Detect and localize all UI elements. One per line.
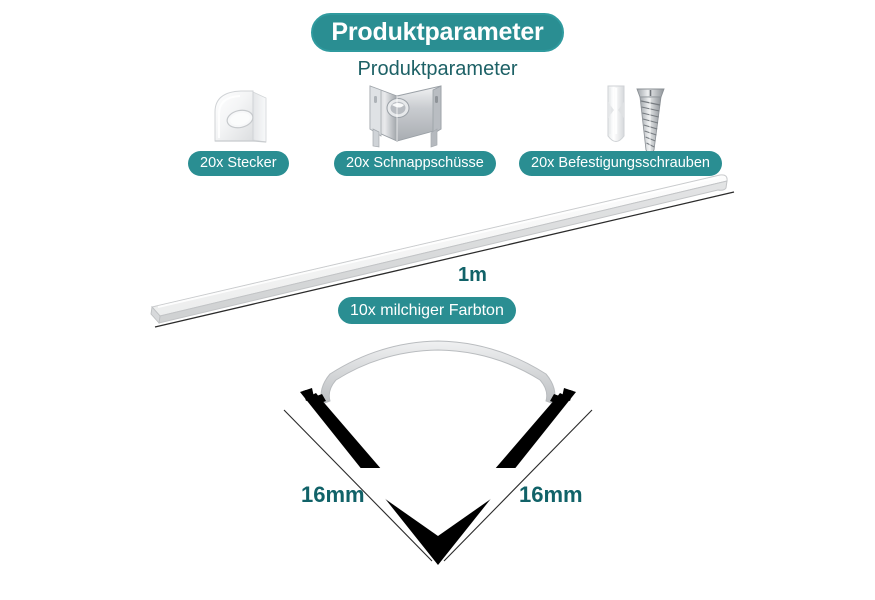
screw-and-anchor-icon <box>607 85 665 157</box>
corner-profile-cross-section-icon <box>300 340 576 565</box>
cross-section-dimension-right: 16mm <box>519 482 583 507</box>
accessory-label-schnappschuesse: 20x Schnappschüsse <box>334 151 496 176</box>
page-title-badge: Produktparameter <box>311 13 564 52</box>
accessory-label-befestigungsschrauben: 20x Befestigungsschrauben <box>519 151 722 176</box>
cross-section-dimension-left: 16mm <box>301 482 365 507</box>
end-cap-icon <box>214 90 267 143</box>
page-subtitle: Produktparameter <box>357 58 518 80</box>
bar-length-label: 1m <box>458 264 487 286</box>
bar-color-label: 10x milchiger Farbton <box>338 297 516 324</box>
mounting-clip-icon <box>369 85 442 148</box>
accessory-label-stecker: 20x Stecker <box>188 151 289 176</box>
